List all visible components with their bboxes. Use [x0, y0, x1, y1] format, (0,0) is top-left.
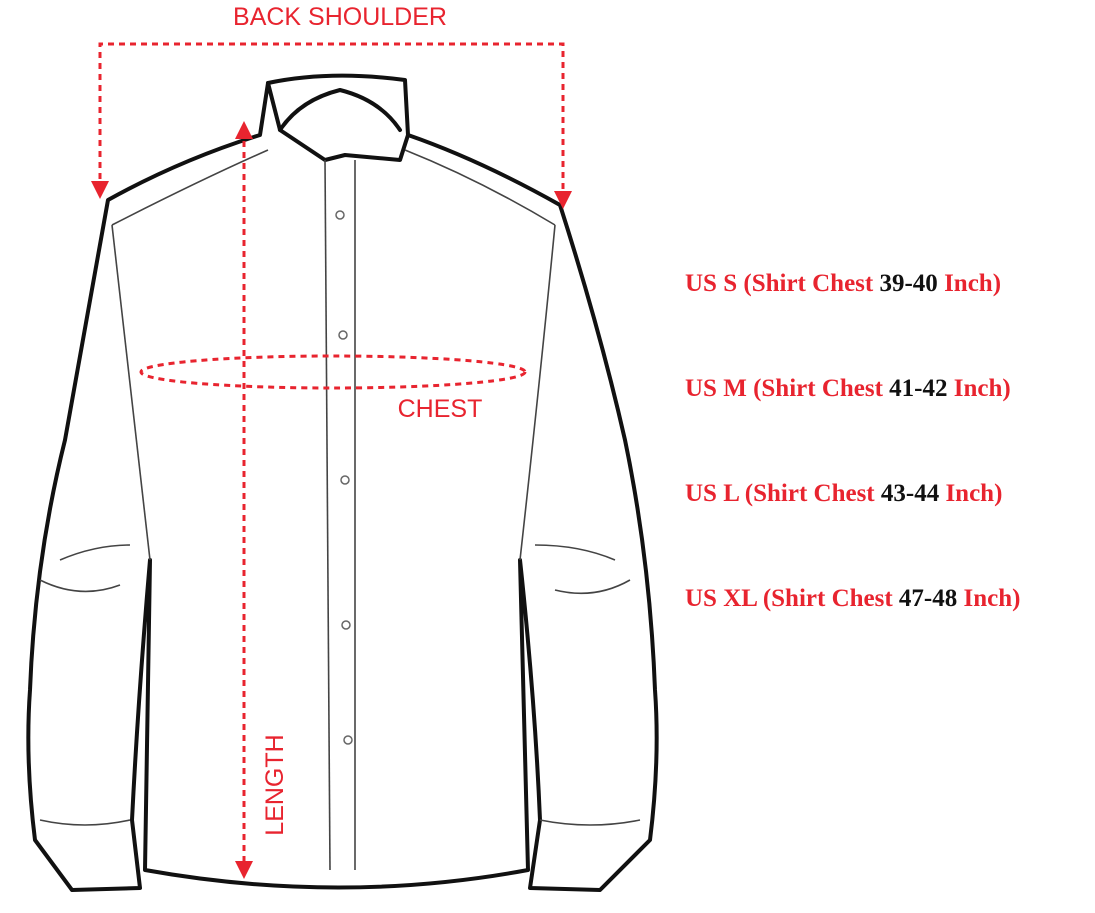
back-shoulder-label: BACK SHOULDER	[233, 3, 447, 31]
size-range: 39-40	[879, 270, 938, 297]
size-prefix: (Shirt Chest	[762, 585, 893, 612]
chest-label: CHEST	[398, 395, 483, 423]
size-name: US S	[685, 270, 738, 297]
size-name: US M	[685, 375, 747, 402]
size-row-s: US S (Shirt Chest 39-40 Inch)	[685, 270, 1001, 298]
size-unit: Inch)	[963, 585, 1021, 612]
size-row-l: US L (Shirt Chest 43-44 Inch)	[685, 480, 1002, 508]
back-shoulder-guide	[91, 42, 572, 209]
size-unit: Inch)	[944, 270, 1002, 297]
size-name: US XL	[685, 585, 757, 612]
size-row-m: US M (Shirt Chest 41-42 Inch)	[685, 375, 1011, 403]
size-prefix: (Shirt Chest	[744, 480, 875, 507]
size-prefix: (Shirt Chest	[743, 270, 874, 297]
length-label: LENGTH	[261, 734, 289, 835]
shirt-detail-lines	[39, 149, 641, 871]
shirt-outline	[26, 73, 659, 892]
size-unit: Inch)	[953, 375, 1011, 402]
chest-guide	[139, 354, 527, 390]
size-range: 47-48	[898, 585, 958, 612]
size-unit: Inch)	[945, 480, 1003, 507]
size-prefix: (Shirt Chest	[753, 375, 883, 402]
size-name: US L	[685, 480, 739, 507]
size-range: 41-42	[889, 375, 948, 402]
shirt-buttons	[335, 210, 353, 745]
size-row-xl: US XL (Shirt Chest 47-48 Inch)	[685, 585, 1020, 613]
size-range: 43-44	[880, 480, 940, 507]
